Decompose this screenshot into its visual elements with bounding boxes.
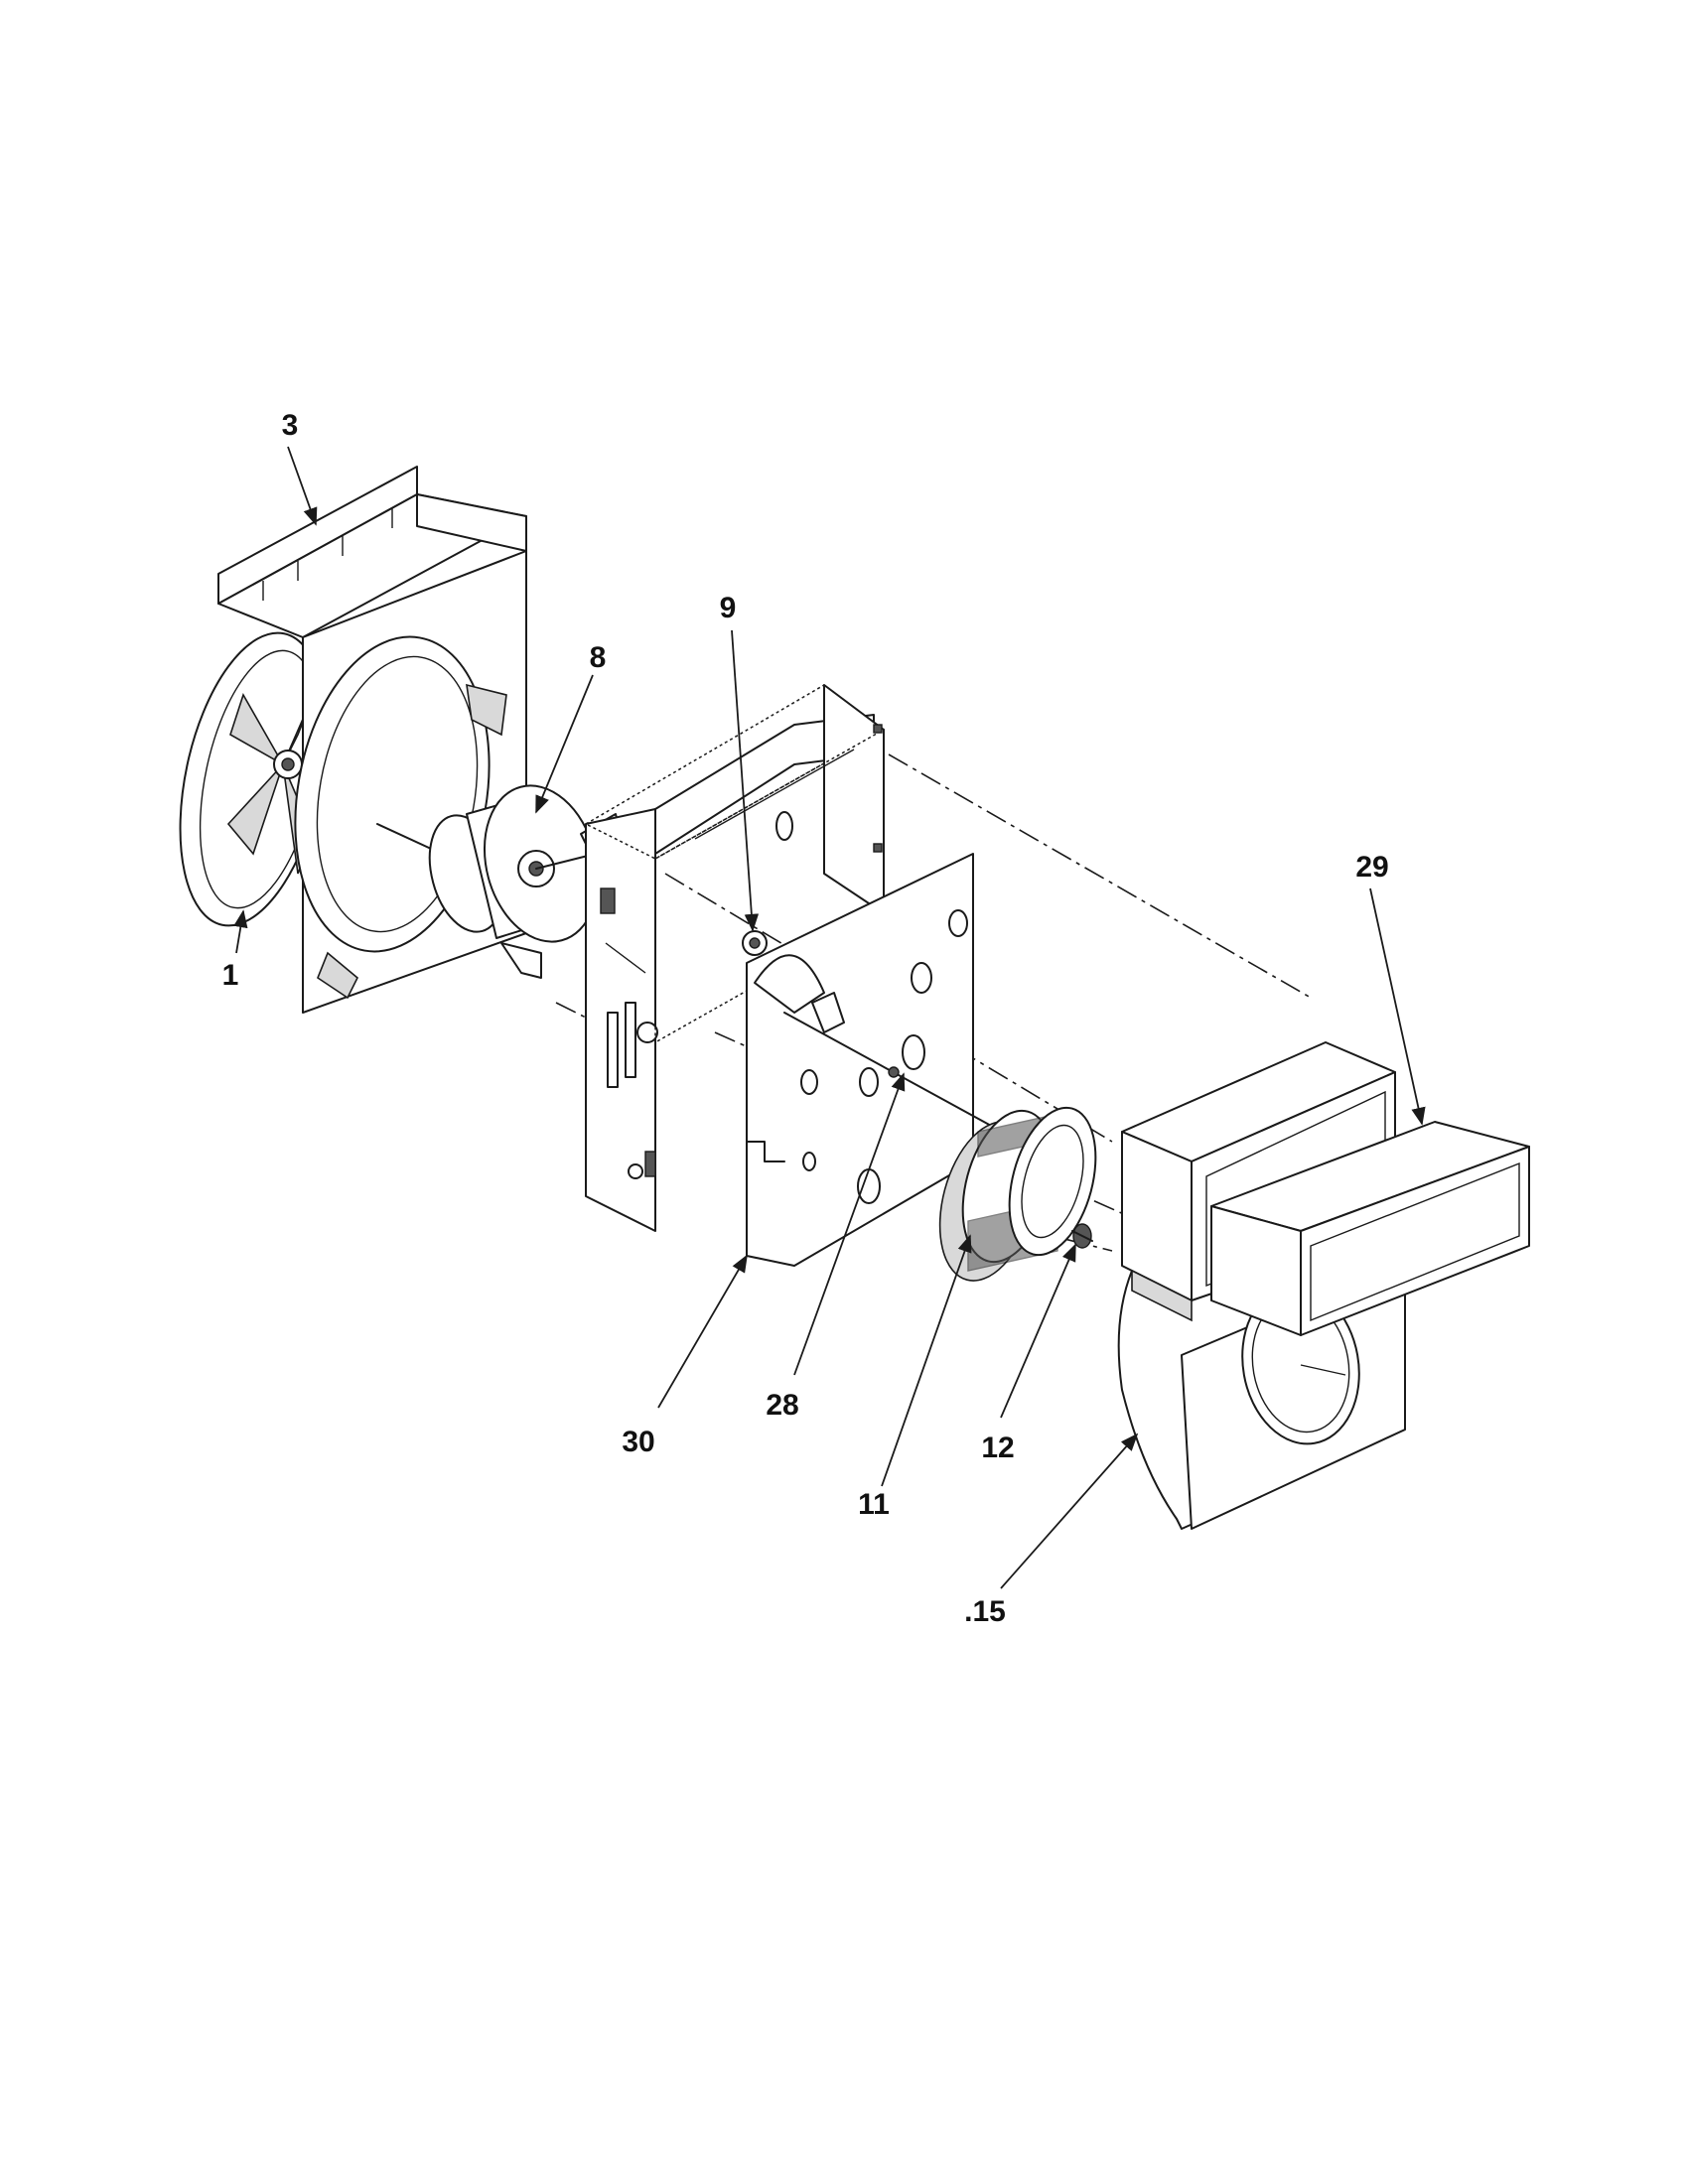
callout-15: .15 bbox=[964, 1595, 1006, 1628]
callout-12: 12 bbox=[981, 1432, 1014, 1464]
callout-30: 30 bbox=[622, 1426, 654, 1458]
callout-8: 8 bbox=[590, 641, 607, 674]
callout-labels: 3 8 9 1 29 30 28 11 12 .15 bbox=[222, 409, 1389, 1628]
callout-11: 11 bbox=[858, 1488, 890, 1521]
part-15-blower-housing bbox=[1117, 1260, 1406, 1530]
callout-29: 29 bbox=[1355, 851, 1388, 884]
callout-28: 28 bbox=[766, 1389, 798, 1422]
callout-1: 1 bbox=[222, 959, 239, 992]
cabinet-box bbox=[584, 684, 886, 1044]
part-8-fan-motor bbox=[376, 784, 627, 979]
part-30-partition-panel bbox=[746, 853, 974, 1267]
leader-lines bbox=[233, 446, 1426, 1589]
part-12-hub-clip bbox=[1071, 1223, 1093, 1249]
part-29-discharge-duct bbox=[1121, 1041, 1530, 1336]
callout-9: 9 bbox=[720, 592, 737, 624]
callout-3: 3 bbox=[282, 409, 299, 442]
part-11-blower-wheel bbox=[938, 1106, 1097, 1282]
part-3-fan-shroud-bracket bbox=[217, 466, 527, 638]
motor-mount-panel bbox=[585, 714, 875, 1232]
